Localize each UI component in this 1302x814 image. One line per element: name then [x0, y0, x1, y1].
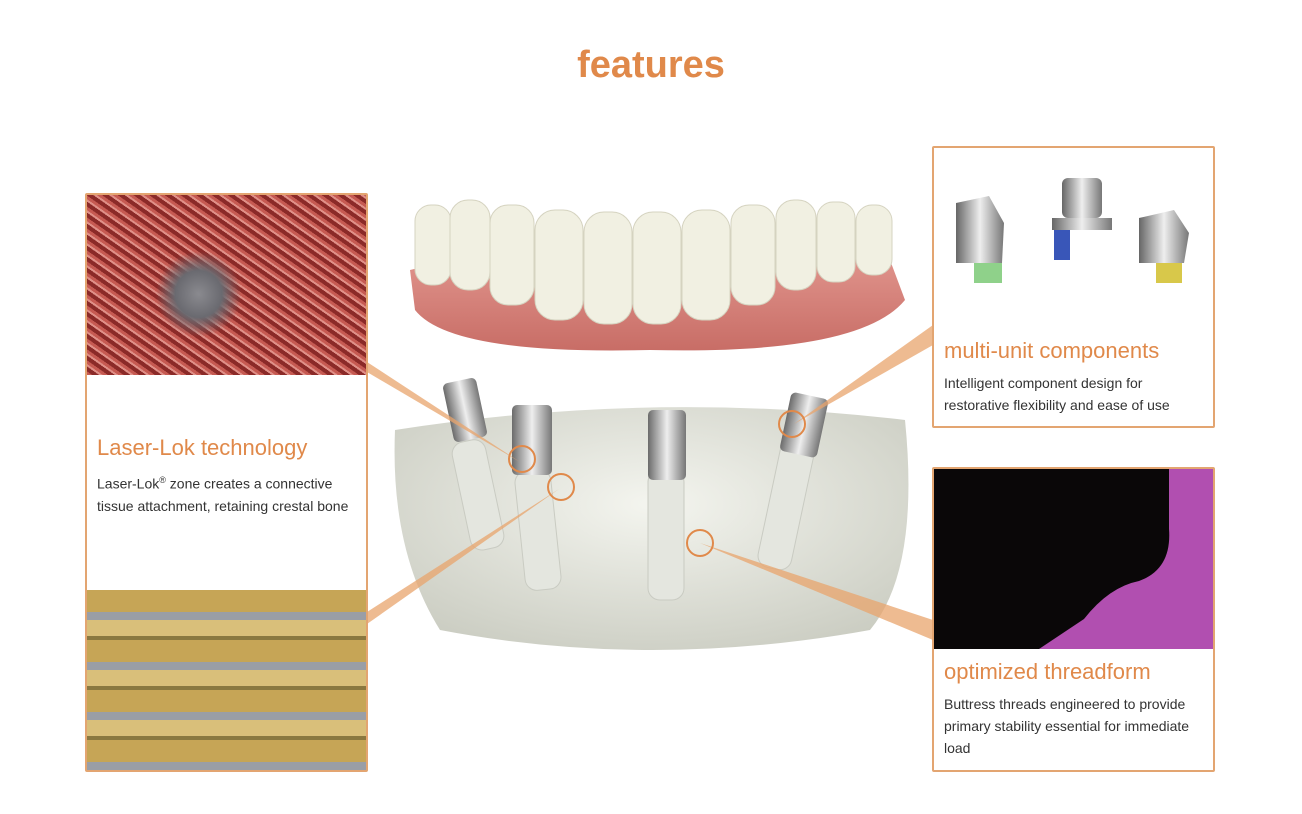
card-heading: Laser-Lok technology [97, 435, 308, 460]
card-multi-unit: multi-unit components Intelligent compon… [932, 146, 1215, 428]
card-body: Buttress threads engineered to provide p… [944, 696, 1190, 756]
card-heading: optimized threadform [944, 659, 1151, 684]
bone-micrograph-image [87, 590, 366, 770]
page-title: features [577, 44, 725, 86]
card-threadform: optimized threadform Buttress threads en… [932, 467, 1215, 772]
card-heading: multi-unit components [944, 338, 1160, 363]
dental-implant-illustration [380, 190, 920, 690]
card-laser-lok: Laser-Lok technology Laser-Lok® zone cre… [85, 193, 368, 772]
card-body: Intelligent component design for restora… [944, 375, 1170, 413]
abutment-components-image [934, 148, 1213, 328]
tissue-micrograph-image [87, 195, 366, 375]
thread-histology-image [934, 469, 1213, 649]
card-body: Laser-Lok® zone creates a connective tis… [97, 475, 349, 514]
